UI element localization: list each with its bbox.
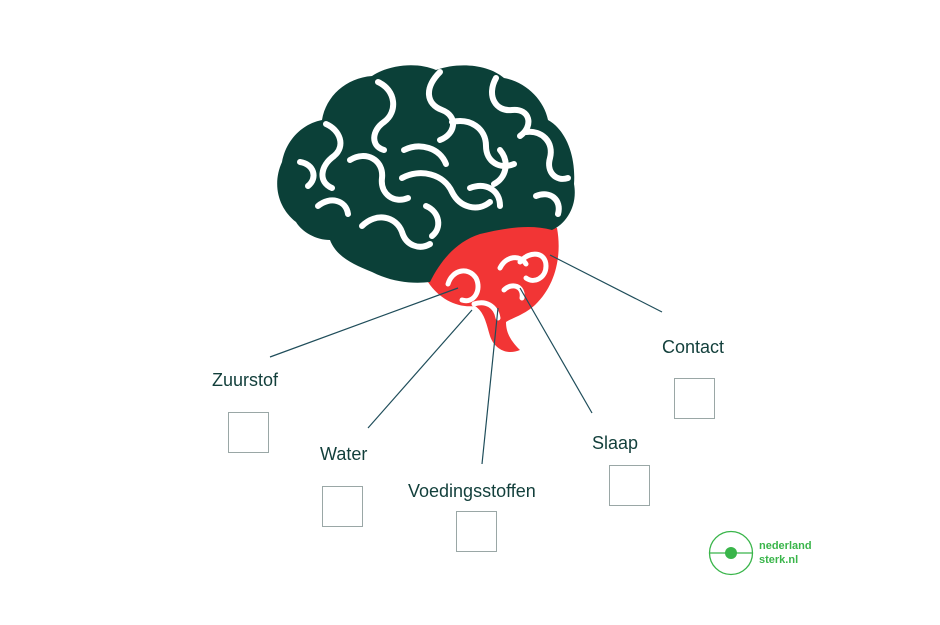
answer-box-contact[interactable]: [674, 378, 715, 419]
nederlandsterk-logo: nederland sterk.nl: [708, 530, 828, 578]
label-slaap: Slaap: [592, 433, 639, 453]
logo-mark-icon: [708, 530, 754, 576]
connector-voedingsstoffen: [481, 307, 499, 465]
connector-lines: [269, 254, 663, 465]
connector-water: [367, 309, 473, 429]
brain-folds: [297, 69, 571, 250]
connector-zuurstof: [269, 287, 459, 358]
connector-slaap: [519, 287, 593, 414]
answer-box-water[interactable]: [322, 486, 363, 527]
logo-line-1: nederland: [759, 540, 812, 552]
logo-line-2: sterk.nl: [759, 554, 799, 566]
label-zuurstof: Zuurstof: [212, 370, 279, 390]
cerebellum-folds: [445, 251, 549, 321]
answer-box-slaap[interactable]: [609, 465, 650, 506]
answer-box-zuurstof[interactable]: [228, 412, 269, 453]
label-contact: Contact: [662, 337, 725, 357]
logo-text: nederland sterk.nl: [759, 539, 812, 567]
label-water: Water: [320, 444, 368, 464]
answer-box-voedingsstoffen[interactable]: [456, 511, 497, 552]
connector-contact: [549, 254, 663, 313]
label-voedingsstoffen: Voedingsstoffen: [408, 481, 536, 501]
